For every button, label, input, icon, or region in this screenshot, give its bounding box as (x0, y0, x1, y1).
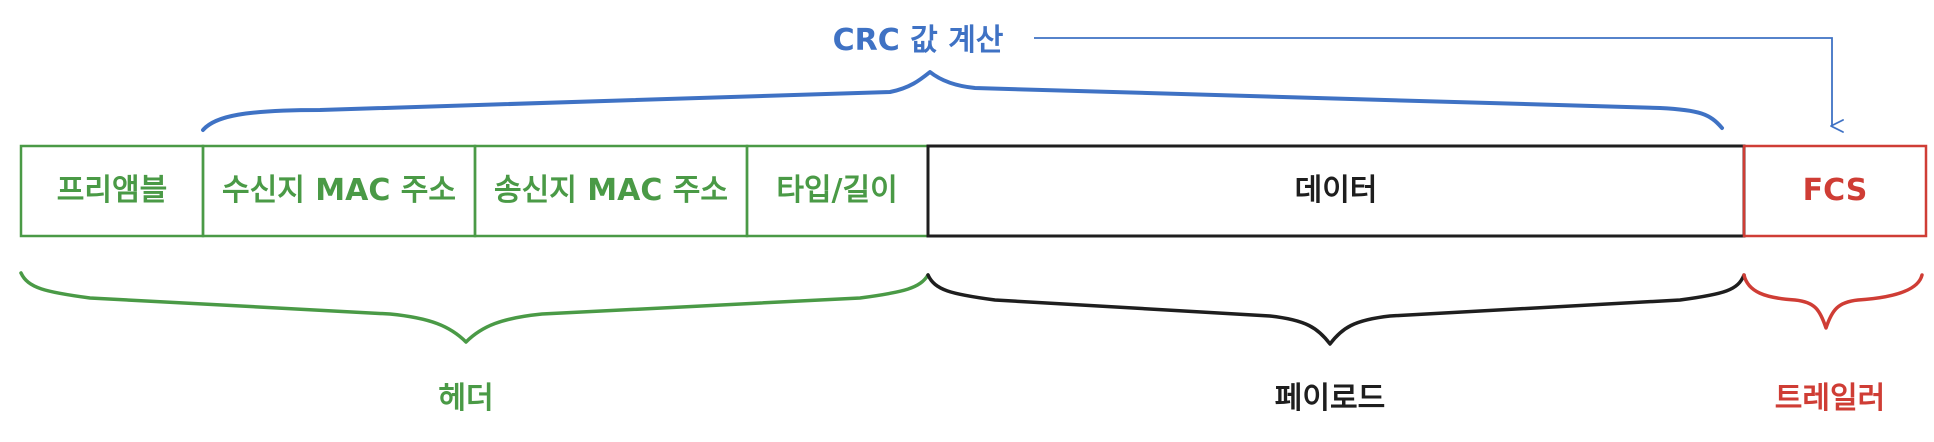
field-label-fcs: FCS (1803, 173, 1868, 208)
field-label-preamble: 프리앰블 (57, 173, 167, 208)
field-label-type-length: 타입/길이 (776, 173, 897, 208)
crc-arrow (1034, 37, 1844, 133)
trailer-brace (1742, 273, 1924, 330)
header-brace (19, 271, 930, 344)
field-box-fcs (1742, 144, 1928, 238)
field-label-data: 데이터 (1295, 173, 1378, 208)
group-label-header: 헤더 (438, 381, 493, 416)
field-label-dest-mac: 수신지 MAC 주소 (222, 173, 456, 208)
frame-fields (19, 144, 1928, 238)
crc-range-brace (201, 70, 1724, 132)
group-label-payload: 페이로드 (1275, 381, 1385, 416)
crc-label: CRC 값 계산 (833, 23, 1004, 58)
field-label-src-mac: 송신지 MAC 주소 (494, 173, 728, 208)
payload-brace (926, 273, 1746, 346)
group-label-trailer: 트레일러 (1775, 381, 1885, 416)
